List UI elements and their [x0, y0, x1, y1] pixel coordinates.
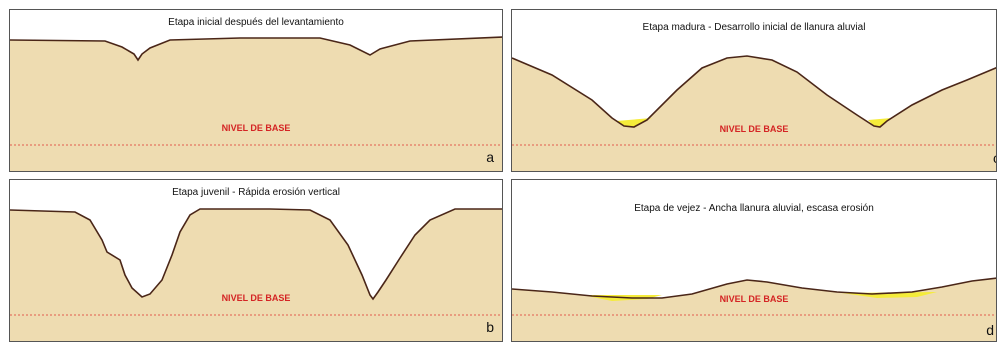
- panel-letter-b: b: [486, 319, 494, 335]
- panel-title-a: Etapa inicial después del levantamiento: [168, 17, 344, 28]
- terrain-profile-c: [512, 55, 996, 171]
- panel-title-b: Etapa juvenil - Rápida erosión vertical: [172, 187, 340, 198]
- alluvium-c-left: [616, 118, 652, 127]
- terrain-outline-a: [10, 36, 502, 62]
- terrain-profile-b: [10, 208, 502, 341]
- base-level-label-d: NIVEL DE BASE: [719, 294, 789, 304]
- base-level-label-b: NIVEL DE BASE: [221, 293, 291, 303]
- terrain-outline-d: [512, 277, 996, 299]
- panel-title-d: Etapa de vejez - Ancha llanura aluvial, …: [634, 203, 874, 214]
- terrain-profile-a: [10, 36, 502, 171]
- panel-a: Etapa inicial después del levantamiento …: [9, 9, 503, 172]
- panel-d: Etapa de vejez - Ancha llanura aluvial, …: [511, 179, 997, 342]
- panel-letter-c: c: [993, 150, 996, 166]
- panel-title-c: Etapa madura - Desarrollo inicial de lla…: [642, 22, 866, 33]
- base-level-label-c: NIVEL DE BASE: [719, 124, 789, 134]
- terrain-outline-b: [10, 208, 502, 301]
- alluvium-c-right: [868, 118, 892, 127]
- terrain-d: [512, 278, 996, 341]
- terrain-c: [512, 56, 996, 171]
- panel-letter-d: d: [986, 322, 994, 338]
- panel-b: Etapa juvenil - Rápida erosión vertical …: [9, 179, 503, 342]
- panel-letter-a: a: [486, 149, 494, 165]
- terrain-b: [10, 209, 502, 341]
- terrain-a: [10, 37, 502, 171]
- terrain-profile-d: [512, 277, 996, 341]
- panel-c: Etapa madura - Desarrollo inicial de lla…: [511, 9, 997, 172]
- terrain-outline-c: [512, 55, 996, 128]
- base-level-label-a: NIVEL DE BASE: [221, 123, 291, 133]
